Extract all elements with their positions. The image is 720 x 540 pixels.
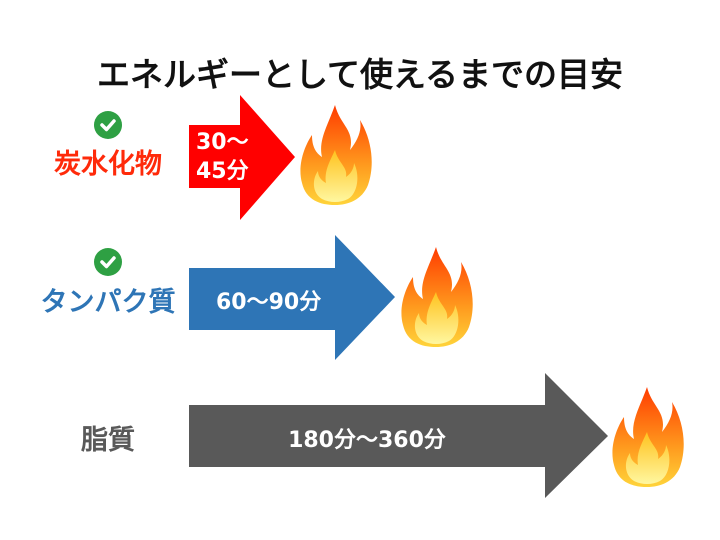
carb-time-line1: 30〜 [196, 130, 249, 155]
fat-time: 180分〜360分 [288, 428, 446, 453]
flame-icon [300, 105, 372, 205]
check-icon [94, 248, 122, 276]
carb-time-line2: 45分 [196, 159, 249, 184]
flame-icon [401, 247, 473, 347]
carb-label: 炭水化物 [54, 149, 162, 180]
page-title: エネルギーとして使えるまでの目安 [96, 55, 624, 94]
carb-arrow [189, 95, 295, 220]
carb-time: 30〜 45分 [196, 128, 249, 186]
flame-icon [612, 387, 684, 487]
check-icon [94, 111, 122, 139]
protein-time: 60〜90分 [216, 290, 322, 315]
protein-label: タンパク質 [40, 287, 176, 318]
fat-arrow [189, 373, 608, 498]
fat-label: 脂質 [81, 425, 135, 456]
protein-arrow [189, 235, 395, 360]
